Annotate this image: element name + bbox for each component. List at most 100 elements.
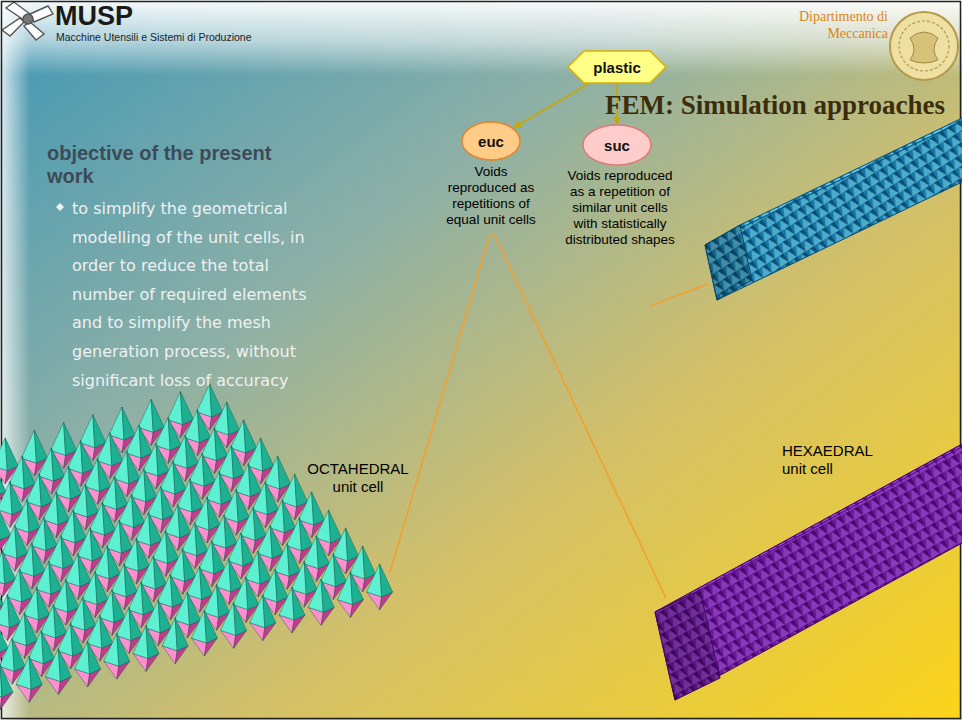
- face-shade: [705, 225, 752, 300]
- octahedron-face: [58, 649, 71, 682]
- octahedron-face: [15, 525, 28, 558]
- section-heading: objective of the present work: [47, 142, 312, 188]
- octahedron-face: [83, 597, 96, 630]
- octahedron-face: [170, 574, 183, 607]
- octahedron-face: [286, 518, 301, 551]
- octahedron-face: [0, 464, 6, 497]
- octahedron-face: [34, 430, 47, 463]
- octahedron-face: [350, 546, 365, 579]
- octahedron-face: [58, 623, 73, 656]
- octahedron-face: [0, 507, 11, 540]
- octahedron-face: [248, 438, 263, 471]
- octahedron-face: [241, 533, 254, 566]
- university-seal: [890, 12, 958, 80]
- octahedron-face: [299, 492, 314, 525]
- octahedron-face: [90, 528, 103, 561]
- mesh-face: [655, 590, 720, 700]
- octahedron-face: [262, 569, 277, 602]
- octahedron-face: [66, 579, 79, 612]
- octahedron-face: [11, 613, 26, 646]
- logo-wordmark: MUSP: [55, 0, 165, 32]
- octahedron-face: [51, 422, 66, 455]
- octahedron-face: [7, 569, 22, 602]
- octahedron-face: [167, 392, 182, 425]
- octahedron-face: [333, 528, 348, 561]
- octahedron-face: [122, 407, 135, 440]
- octahedron-face: [29, 656, 42, 689]
- octahedron-face: [26, 474, 41, 507]
- octahedron-face: [32, 543, 45, 576]
- octahedron-face: [211, 515, 226, 548]
- octahedron-face: [68, 440, 83, 473]
- octahedron-face: [126, 425, 141, 458]
- mesh-face: [655, 415, 962, 612]
- octahedron-face: [149, 512, 162, 545]
- octahedron-face: [53, 579, 68, 612]
- octahedron-face: [295, 474, 308, 507]
- octahedron-face: [308, 579, 323, 612]
- octahedron-face: [20, 569, 33, 602]
- octahedron-face: [248, 464, 261, 497]
- octahedron-face: [64, 422, 77, 455]
- octahedron-face: [148, 487, 163, 520]
- bullet-text: to simplify the geometrical modelling of…: [72, 195, 330, 395]
- mesh-face: [705, 115, 962, 300]
- octahedron-face: [45, 649, 60, 682]
- octahedron-face: [240, 507, 255, 540]
- mesh-face: [705, 225, 752, 300]
- octahedron-cell: [104, 633, 130, 679]
- octahedron-face: [131, 469, 146, 502]
- octahedron-face: [5, 438, 18, 471]
- octahedron-face: [0, 664, 13, 697]
- octahedron-face: [287, 543, 300, 576]
- octahedron-face: [274, 543, 289, 576]
- octahedron-face: [37, 587, 50, 620]
- octahedron-face: [183, 548, 196, 581]
- octahedron-face: [218, 446, 233, 479]
- octahedron-face: [104, 633, 119, 666]
- octahedron-face: [0, 620, 8, 653]
- octahedron-face: [223, 489, 238, 522]
- octahedron-face: [123, 538, 138, 571]
- octahedron-face: [153, 556, 166, 589]
- octahedron-face: [170, 548, 185, 581]
- octahedron-face: [228, 533, 243, 566]
- octahedron-cell: [221, 602, 247, 648]
- octahedron-face: [346, 528, 359, 561]
- octahedron-face: [155, 417, 170, 450]
- octahedron-face: [114, 451, 129, 484]
- octahedron-face: [9, 456, 24, 489]
- octahedron-face: [132, 494, 145, 527]
- octahedron-face: [252, 482, 267, 515]
- octahedron-face: [178, 505, 191, 538]
- octahedron-face: [217, 584, 230, 617]
- octahedron-face: [27, 500, 40, 533]
- octahedron-face: [54, 605, 67, 638]
- octahedron-face: [117, 633, 130, 666]
- octahedron-face: [12, 638, 25, 671]
- octahedron-face: [24, 587, 39, 620]
- octahedron-face: [282, 500, 295, 533]
- octahedron-face: [275, 569, 288, 602]
- leader-line: [494, 234, 666, 598]
- octahedron-face: [200, 566, 213, 599]
- octahedron-face: [194, 497, 209, 530]
- octahedral-mesh-figure: [0, 384, 393, 710]
- octahedron-face: [321, 579, 334, 612]
- octahedron-face: [38, 448, 53, 481]
- ellipse-outline: [462, 122, 520, 160]
- octahedron-cell: [337, 572, 363, 618]
- ellipse-outline: [583, 125, 651, 165]
- octahedron-face: [133, 626, 148, 659]
- octahedron-face: [22, 456, 35, 489]
- leader-lines: [390, 234, 708, 598]
- octahedron-face: [97, 433, 112, 466]
- octahedron-face: [41, 605, 56, 638]
- octahedron-face: [182, 523, 197, 556]
- octahedron-face: [141, 582, 154, 615]
- octahedron-face: [227, 402, 240, 435]
- octahedron-face: [367, 564, 382, 597]
- octahedron-face: [204, 610, 217, 643]
- octahedron-face: [212, 541, 225, 574]
- octahedron-face: [180, 392, 193, 425]
